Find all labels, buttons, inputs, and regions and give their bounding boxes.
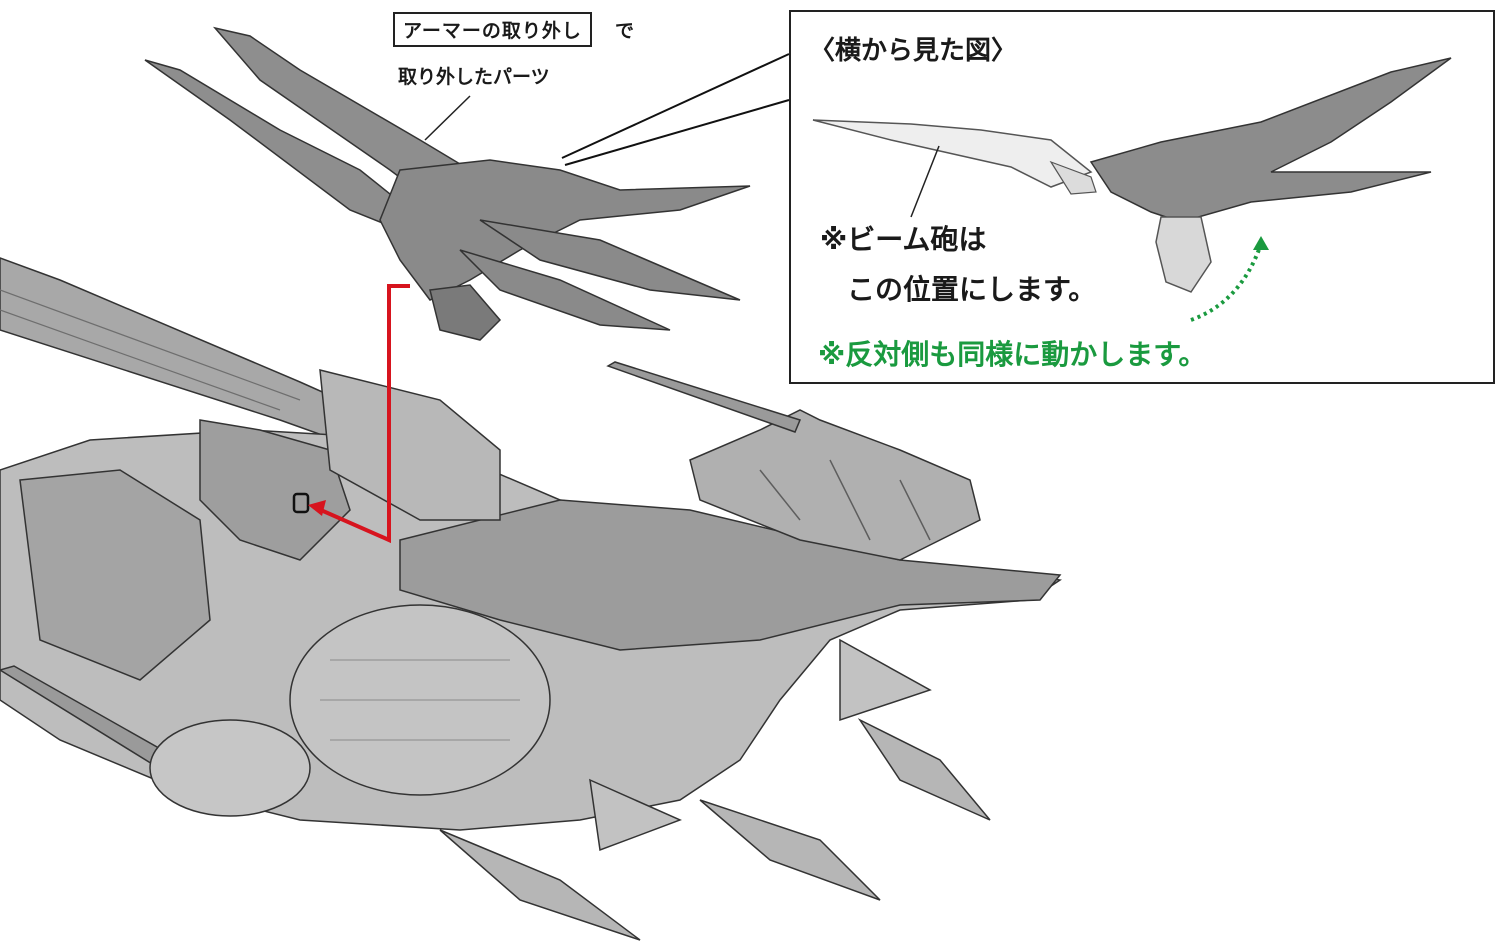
beam-cannon (812, 119, 1093, 188)
removed-armor-tag: アーマーの取り外し (393, 12, 592, 47)
side-view-inset (789, 10, 1495, 384)
lower-fin-1 (439, 829, 641, 941)
removed-core (379, 159, 751, 301)
removed-parts-label: 取り外したパーツ (398, 66, 550, 88)
engine-cone-bottom (589, 778, 682, 852)
removed-part (144, 26, 751, 341)
rotate-arrowhead (1253, 236, 1269, 250)
side-view-title: 〈横から見た図〉 (809, 36, 1018, 66)
mech-figure (199, 419, 351, 561)
lower-pod (149, 719, 311, 817)
removed-joint (429, 284, 502, 341)
attach-arrow (308, 284, 410, 544)
attach-socket (292, 492, 310, 514)
top-armor (399, 499, 1062, 651)
side-view-artwork (812, 57, 1452, 322)
hangar-block (319, 369, 501, 521)
beam-cannon-note-line1: ※ビーム砲は (820, 223, 987, 256)
removed-blade-4 (459, 249, 671, 331)
lower-fin-2 (699, 799, 881, 901)
left-block (19, 469, 211, 681)
side-joint (1155, 216, 1212, 293)
removed-leader (424, 95, 471, 141)
side-wing (1089, 57, 1452, 223)
lower-fin-3 (857, 718, 991, 821)
rear-gun-right (606, 361, 802, 433)
rotate-arrow (1190, 243, 1263, 322)
removed-armor-suffix: で (615, 20, 635, 42)
inset-callout (561, 53, 790, 159)
engine-cone-right (839, 638, 932, 722)
beam-leader (910, 145, 940, 218)
opposite-side-note: ※反対側も同様に動かします。 (818, 338, 1207, 371)
beam-cannon-note-line2: この位置にします。 (847, 273, 1097, 306)
ship-body (0, 257, 1062, 941)
removed-blade-3 (479, 219, 741, 301)
